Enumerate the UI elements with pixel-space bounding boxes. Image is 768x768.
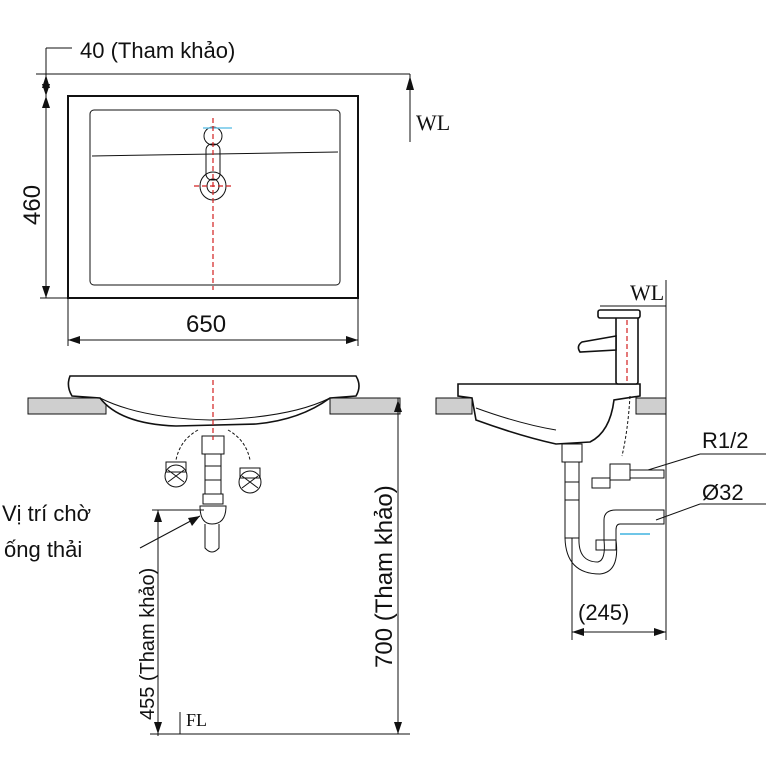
width-arrow-right-icon [346, 336, 358, 344]
fl-label: FL [186, 710, 207, 730]
depth-arrow-bottom-icon [42, 286, 50, 298]
counter-right [329, 397, 401, 415]
counter-height-label: 700 (Tham khảo) [371, 485, 398, 668]
offset-label: 40 (Tham khảo) [80, 38, 235, 63]
width-label: 650 [186, 311, 226, 338]
wl-label-top: WL [416, 110, 450, 135]
drain-pipe-label: Ø32 [702, 480, 744, 505]
basin-side [457, 383, 641, 445]
wl-label-side: WL [630, 280, 664, 305]
supply-label: R1/2 [702, 428, 748, 453]
basin-outline-top [67, 95, 359, 299]
wl-arrow-icon [406, 76, 414, 90]
offset-arrow-down-icon [42, 84, 50, 96]
counter-side-right [635, 397, 667, 415]
counter-left [27, 397, 107, 415]
wall-distance-label: (245) [578, 600, 629, 625]
trap-front [199, 505, 227, 525]
depth-label: 460 [19, 185, 46, 225]
depth-arrow-top-icon [42, 96, 50, 108]
valve-side-icon [609, 463, 631, 481]
basin-deck-line [91, 151, 339, 157]
drain-note-line2: ống thải [4, 537, 82, 562]
top-view: 40 (Tham khảo) 460 650 WL [19, 38, 450, 346]
left-valve-icon [164, 429, 199, 488]
drain-neck-side [561, 443, 583, 463]
supply-leader [647, 453, 701, 471]
drain-outlet-side [603, 509, 665, 540]
front-view: Vị trí chờ ống thải 455 (Tham khảo) FL 7… [2, 375, 410, 736]
faucet-side-icon [577, 309, 641, 385]
drain-height-label: 455 (Tham khảo) [137, 568, 159, 720]
basin-bowl-top [89, 109, 341, 286]
drain-note-line1: Vị trí chờ [2, 501, 91, 526]
right-valve-icon [227, 429, 262, 494]
drain-pipe-leader [655, 503, 701, 521]
drain-pipe-front [204, 453, 222, 495]
counter-side-left [435, 397, 473, 415]
side-view: WL R1/2 Ø32 (245) [435, 280, 766, 640]
width-arrow-left-icon [68, 336, 80, 344]
p-trap-side [564, 537, 618, 575]
basin-rim-front [67, 375, 360, 427]
